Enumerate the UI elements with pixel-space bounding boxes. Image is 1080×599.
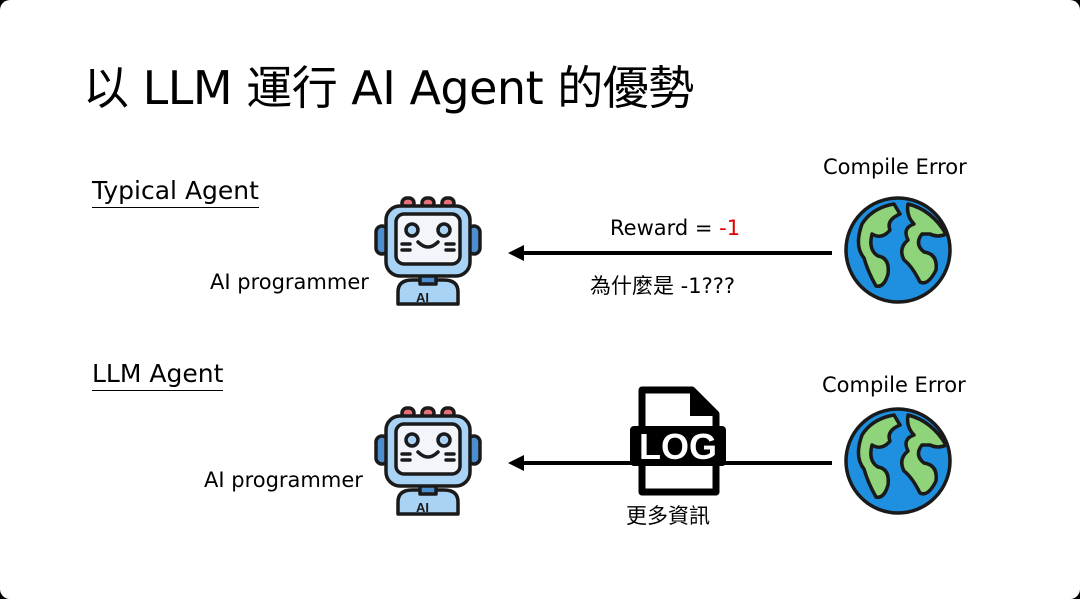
log-file-icon: LOG: [630, 386, 726, 496]
robot-icon: AI: [374, 406, 482, 516]
slide-title: 以 LLM 運行 AI Agent 的優勢: [83, 61, 694, 115]
svg-text:AI: AI: [416, 500, 429, 515]
reward-text: Reward = -1: [610, 216, 740, 240]
globe-icon: [844, 407, 952, 515]
globe-icon: [844, 196, 952, 304]
reward-prefix: Reward =: [610, 216, 720, 240]
env-label: Compile Error: [823, 155, 967, 179]
section-llm-agent: LLM Agent: [92, 359, 224, 391]
arrow-head: [508, 245, 524, 261]
reward-arrow: [520, 251, 832, 255]
arrow-head: [508, 455, 524, 471]
log-text: LOG: [639, 426, 717, 467]
agent-label: AI programmer: [210, 270, 369, 294]
question-text: 為什麼是 -1???: [590, 274, 736, 298]
reward-value: -1: [719, 216, 741, 240]
env-label: Compile Error: [822, 373, 966, 397]
agent-label: AI programmer: [204, 468, 363, 492]
more-info-text: 更多資訊: [626, 504, 710, 528]
robot-icon: AI: [374, 196, 482, 306]
section-typical-agent: Typical Agent: [92, 176, 259, 208]
svg-text:AI: AI: [416, 290, 429, 305]
